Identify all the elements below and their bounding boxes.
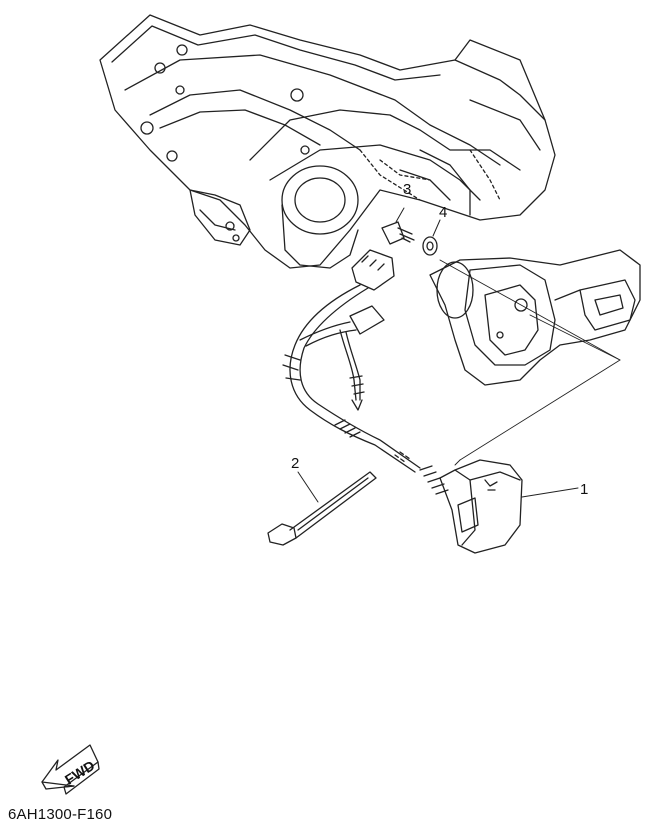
part-4-washer	[422, 219, 441, 256]
part-2-cable-tie	[267, 471, 377, 546]
callout-3: 3	[403, 181, 412, 198]
swivel-bracket	[99, 14, 556, 269]
callout-2: 2	[291, 455, 300, 472]
wiring-harness	[282, 249, 421, 473]
callout-4: 4	[439, 204, 448, 221]
callout-1: 1	[580, 481, 589, 498]
part-1-switch	[419, 459, 579, 554]
part-3-screw	[381, 207, 415, 245]
switch-mount-housing	[429, 249, 641, 386]
document-code: 6AH1300-F160	[8, 806, 113, 823]
fwd-arrow-icon	[41, 744, 100, 795]
